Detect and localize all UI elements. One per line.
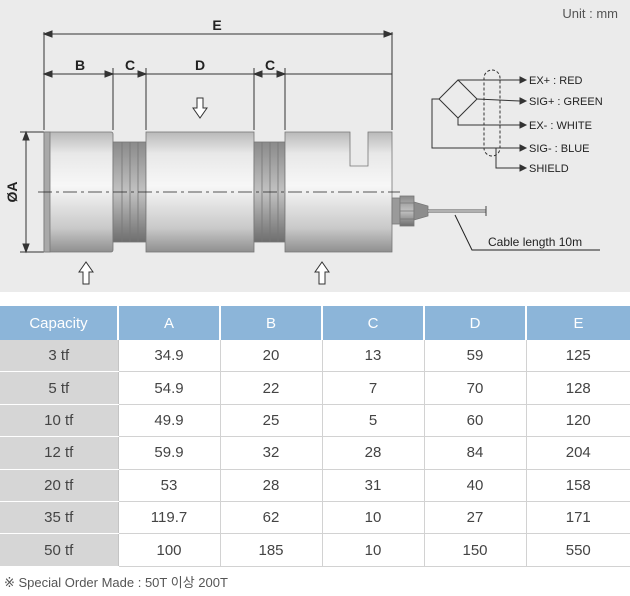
table-row: 5 tf 54.9 22 7 70 128 <box>0 371 630 405</box>
load-arrow-top <box>192 97 208 119</box>
table-cell: 204 <box>526 436 630 470</box>
wire-label-sig-minus: SIG- : BLUE <box>529 143 590 155</box>
table-cell: 53 <box>118 469 221 502</box>
cable-leader <box>454 214 600 251</box>
table-cell: 84 <box>424 436 527 470</box>
table-cell: 28 <box>220 469 323 502</box>
header-c: C <box>322 306 425 340</box>
cable-length-label: Cable length 10m <box>488 235 582 249</box>
table-cell: 10 <box>322 533 425 567</box>
table-cell: 35 tf <box>0 501 119 535</box>
table-row: 35 tf 119.7 62 10 27 171 <box>0 501 630 535</box>
support-arrow-left <box>78 261 94 285</box>
table-cell: 27 <box>424 501 527 535</box>
dim-label-e: E <box>212 17 221 33</box>
table-row: 3 tf 34.9 20 13 59 125 <box>0 340 630 373</box>
dim-label-b: B <box>75 57 85 73</box>
table-cell: 119.7 <box>118 501 221 535</box>
table-cell: 54.9 <box>118 371 221 405</box>
wire-label-shield: SHIELD <box>529 163 569 175</box>
table-cell: 5 tf <box>0 371 119 405</box>
table-cell: 49.9 <box>118 404 221 438</box>
technical-drawing: E B C D C ØA <box>0 0 630 292</box>
table-cell: 32 <box>220 436 323 470</box>
dim-label-d: D <box>195 57 205 73</box>
table-cell: 31 <box>322 469 425 502</box>
dim-bcd <box>42 68 392 130</box>
header-b: B <box>220 306 323 340</box>
table-cell: 3 tf <box>0 340 119 373</box>
table-cell: 7 <box>322 371 425 405</box>
table-cell: 20 <box>220 340 323 373</box>
table-cell: 128 <box>526 371 630 405</box>
header-e: E <box>526 306 630 340</box>
header-a: A <box>118 306 221 340</box>
table-cell: 25 <box>220 404 323 438</box>
dim-label-a: ØA <box>4 182 20 203</box>
table-cell: 171 <box>526 501 630 535</box>
table-cell: 59.9 <box>118 436 221 470</box>
wire-label-ex-plus: EX+ : RED <box>529 75 583 87</box>
table-cell: 40 <box>424 469 527 502</box>
table-header-row: Capacity A B C D E <box>0 306 630 340</box>
header-capacity: Capacity <box>0 306 119 340</box>
table-cell: 59 <box>424 340 527 373</box>
table-cell: 10 <box>322 501 425 535</box>
table-cell: 5 <box>322 404 425 438</box>
dim-a <box>20 130 44 254</box>
table-cell: 62 <box>220 501 323 535</box>
table-cell: 550 <box>526 533 630 567</box>
dim-e <box>42 30 394 130</box>
wire-label-ex-minus: EX- : WHITE <box>529 120 592 132</box>
table-cell: 185 <box>220 533 323 567</box>
table-row: 10 tf 49.9 25 5 60 120 <box>0 404 630 438</box>
dim-label-c-right: C <box>265 57 275 73</box>
table-cell: 60 <box>424 404 527 438</box>
support-arrow-right <box>314 261 330 285</box>
wire-label-sig-plus: SIG+ : GREEN <box>529 96 603 108</box>
table-row: 20 tf 53 28 31 40 158 <box>0 469 630 502</box>
table-cell: 120 <box>526 404 630 438</box>
table-cell: 158 <box>526 469 630 502</box>
table-row: 50 tf 100 185 10 150 550 <box>0 533 630 567</box>
table-cell: 50 tf <box>0 533 119 567</box>
dim-label-c-left: C <box>125 57 135 73</box>
table-cell: 28 <box>322 436 425 470</box>
load-cell-diagram: E B C D C ØA <box>4 17 603 285</box>
special-order-note: ※ Special Order Made : 50T 이상 200T <box>4 575 228 590</box>
table-row: 12 tf 59.9 32 28 84 204 <box>0 436 630 470</box>
table-cell: 20 tf <box>0 469 119 502</box>
table-cell: 100 <box>118 533 221 567</box>
table-cell: 22 <box>220 371 323 405</box>
header-d: D <box>424 306 527 340</box>
table-cell: 70 <box>424 371 527 405</box>
unit-label: Unit : mm <box>562 6 618 21</box>
table-cell: 125 <box>526 340 630 373</box>
table-cell: 12 tf <box>0 436 119 470</box>
wheatstone-bridge <box>431 69 528 172</box>
table-cell: 10 tf <box>0 404 119 438</box>
table-cell: 150 <box>424 533 527 567</box>
cable <box>428 206 487 216</box>
table-cell: 34.9 <box>118 340 221 373</box>
dimension-table: Capacity A B C D E 3 tf 34.9 20 13 59 12… <box>0 306 630 567</box>
table-cell: 13 <box>322 340 425 373</box>
